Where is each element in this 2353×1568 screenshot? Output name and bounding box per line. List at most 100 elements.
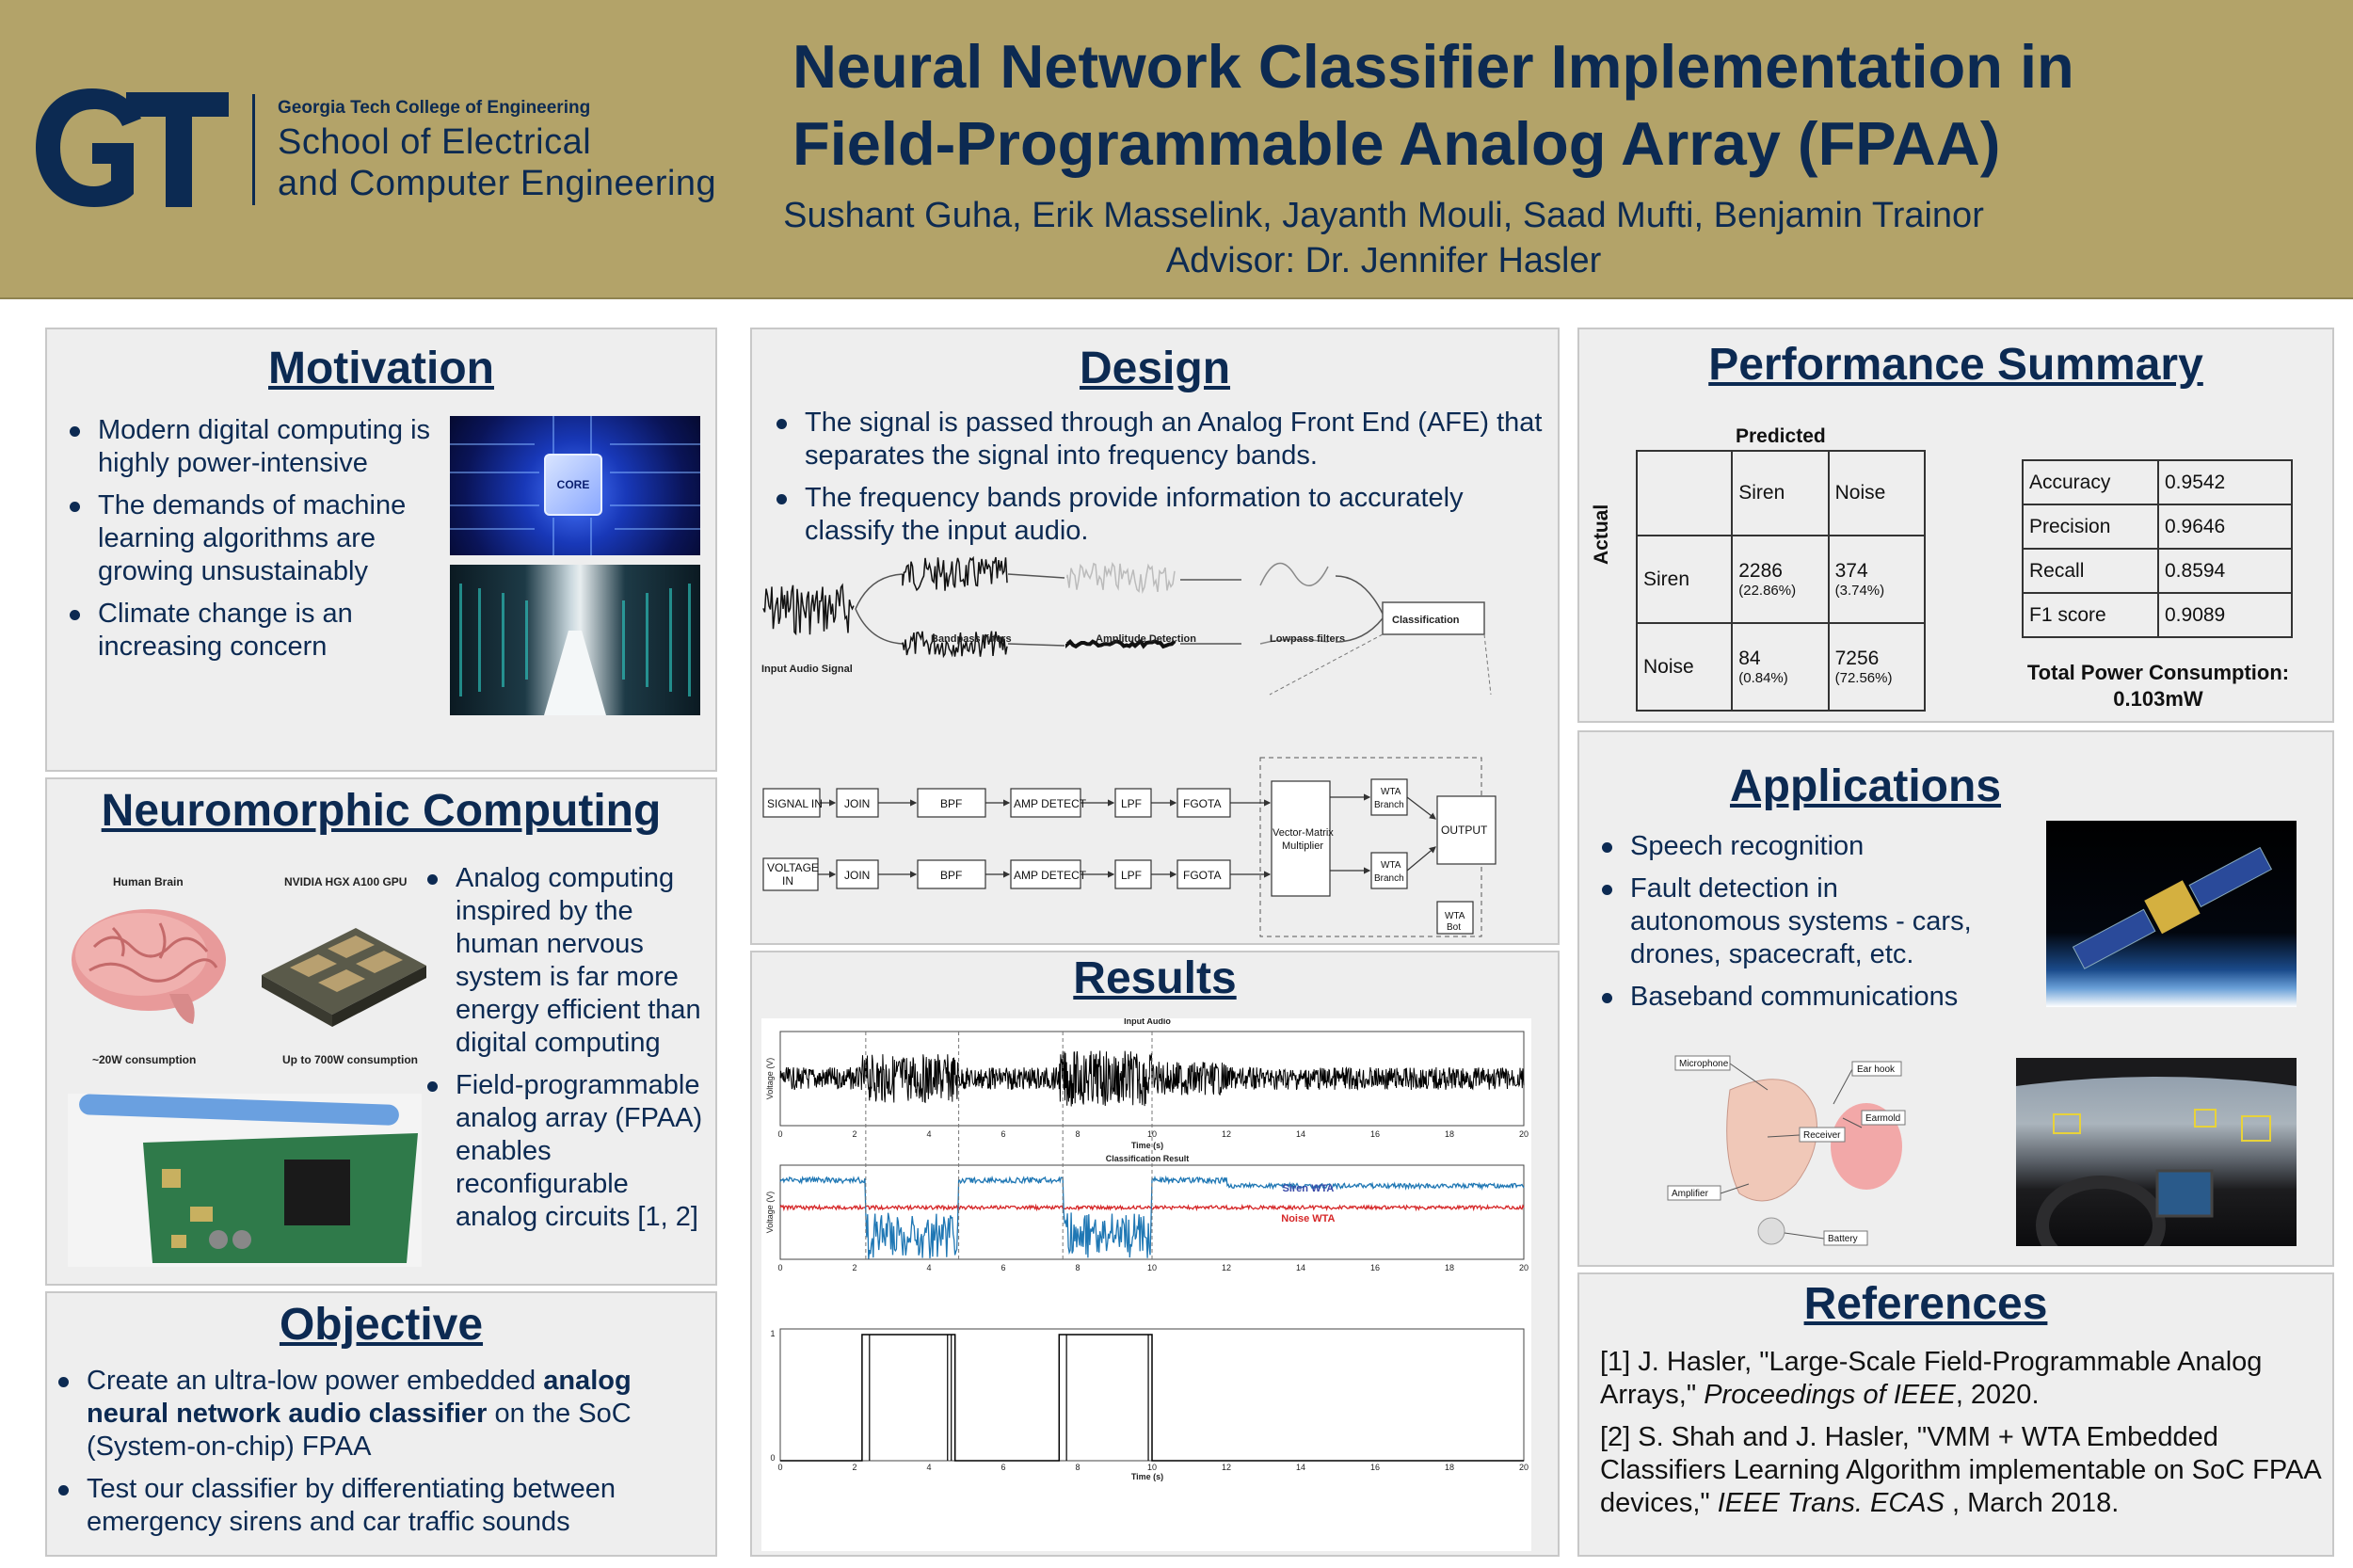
- gpu-label: NVIDIA HGX A100 GPU: [284, 875, 408, 888]
- bandpass-waveform-icon: [902, 555, 1008, 659]
- objective-title: Objective: [279, 1300, 484, 1350]
- list-item: Modern digital computing is highly power…: [64, 414, 478, 480]
- metric-label: Precision: [2022, 504, 2159, 550]
- flow-label-cls: Classification: [1392, 615, 1460, 626]
- cpu-chip-image: CORE: [450, 416, 700, 555]
- design-list: The signal is passed through an Analog F…: [771, 407, 1543, 557]
- motivation-title: Motivation: [268, 344, 494, 393]
- brain-icon: [72, 909, 226, 1024]
- metric-value: 0.8594: [2157, 548, 2293, 594]
- x-tick-label: 8: [1075, 1129, 1080, 1139]
- poster-title: Neural Network Classifier Implementation…: [792, 28, 2298, 183]
- table-cell-empty: [1635, 450, 1734, 536]
- signal-flow-diagram: Input Audio Signal Bandpass filters Ampl…: [761, 555, 1492, 696]
- list-item: Fault detection in autonomous systems - …: [1596, 872, 1992, 971]
- label-microphone: Microphone: [1679, 1059, 1729, 1069]
- school-name-line1: School of Electrical: [278, 122, 592, 162]
- block-wtabot-2: Bot: [1447, 922, 1461, 933]
- hearing-aid-diagram: Microphone Ear hook Receiver Earmold Amp…: [1667, 1055, 1906, 1246]
- block-amp-1: AMP DETECT: [1014, 797, 1087, 810]
- block-voltage-in-2: IN: [782, 874, 793, 888]
- metric-label: Recall: [2022, 548, 2159, 594]
- list-item: Baseband communications: [1596, 981, 1992, 1014]
- objective-text-a: Create an ultra-low power embedded: [87, 1366, 544, 1396]
- chart-title: Classification Result: [1106, 1154, 1190, 1163]
- label-battery: Battery: [1828, 1234, 1858, 1244]
- x-tick-label: 8: [1075, 1263, 1080, 1272]
- applications-panel: Applications Speech recognition Fault de…: [1577, 730, 2334, 1267]
- fpaa-board-icon: [79, 1094, 418, 1263]
- y-axis-label: Voltage (V): [765, 1058, 775, 1100]
- block-voltage-in-1: VOLTAGE: [767, 861, 819, 874]
- applications-list: Speech recognition Fault detection in au…: [1596, 830, 1992, 1023]
- col-header-noise: Noise: [1827, 450, 1927, 536]
- authors: Sushant Guha, Erik Masselink, Jayanth Mo…: [783, 196, 1984, 235]
- cell-value: 374: [1834, 560, 1868, 582]
- car-dashboard-image: [2016, 1058, 2297, 1246]
- input-waveform-icon: [762, 583, 855, 636]
- cell-value: 7256: [1834, 648, 1880, 669]
- advisor: Advisor: Dr. Jennifer Hasler: [1165, 241, 1602, 280]
- metric-label: Accuracy: [2022, 459, 2159, 505]
- block-fgota-1: FGOTA: [1183, 797, 1221, 810]
- block-vmm-2: Multiplier: [1282, 840, 1323, 852]
- gpu-power-label: Up to 700W consumption: [282, 1053, 418, 1066]
- poster-header: Georgia Tech College of Engineering Scho…: [0, 0, 2353, 299]
- brain-power-label: ~20W consumption: [92, 1053, 197, 1066]
- block-lpf-1: LPF: [1121, 797, 1142, 810]
- x-tick-label: 10: [1147, 1129, 1157, 1139]
- references-panel: References [1] J. Hasler, "Large-Scale F…: [1577, 1272, 2334, 1557]
- x-axis-label: Time (s): [1131, 1472, 1163, 1481]
- motivation-list: Modern digital computing is highly power…: [64, 414, 478, 673]
- results-title: Results: [1073, 953, 1237, 1003]
- block-fgota-2: FGOTA: [1183, 869, 1221, 882]
- list-item: The demands of machine learning algorith…: [64, 489, 478, 588]
- design-panel: Design The signal is passed through an A…: [750, 328, 1560, 945]
- table-row: Siren 2286(22.86%) 374(3.74%): [1635, 535, 1927, 624]
- block-join-1: JOIN: [844, 797, 870, 810]
- objective-text-bold: analog neural network audio classifier: [87, 1366, 632, 1429]
- x-tick-label: 6: [1000, 1463, 1005, 1472]
- x-tick-label: 2: [852, 1463, 856, 1472]
- references-title: References: [1803, 1279, 2048, 1329]
- x-tick-label: 0: [777, 1463, 782, 1472]
- amplitude-waveform-icon: [1065, 561, 1176, 649]
- list-item: Speech recognition: [1596, 830, 1992, 863]
- label-receiver: Receiver: [1803, 1130, 1841, 1141]
- neuromorphic-title: Neuromorphic Computing: [101, 786, 662, 836]
- block-wta-1a: WTA: [1381, 787, 1401, 797]
- satellite-icon: [2072, 846, 2273, 969]
- x-tick-label: 10: [1147, 1463, 1157, 1472]
- fpaa-board-image: [68, 1094, 422, 1267]
- cell-percent: (3.74%): [1834, 583, 1885, 599]
- x-tick-label: 16: [1370, 1129, 1380, 1139]
- x-tick-label: 18: [1445, 1463, 1454, 1472]
- flow-label-input: Input Audio Signal: [761, 664, 853, 675]
- college-name: Georgia Tech College of Engineering: [278, 98, 591, 118]
- x-tick-label: 14: [1296, 1263, 1305, 1272]
- flow-label-lpf: Lowpass filters: [1270, 633, 1345, 645]
- list-item: Create an ultra-low power embedded analo…: [53, 1365, 712, 1464]
- objective-panel: Objective Create an ultra-low power embe…: [45, 1291, 717, 1557]
- ref-text: , March 2018.: [1944, 1488, 2120, 1518]
- x-tick-label: 4: [926, 1263, 931, 1272]
- power-label: Total Power Consumption:: [2026, 661, 2290, 684]
- table-cell: 374(3.74%): [1827, 535, 1927, 624]
- ref-text: [1] J. Hasler, "Large-Scale Field-Progra…: [1600, 1347, 2263, 1410]
- list-item: Test our classifier by differentiating b…: [53, 1473, 712, 1539]
- row-header-siren: Siren: [1635, 535, 1734, 624]
- x-tick-label: 0: [777, 1263, 782, 1272]
- x-tick-label: 16: [1370, 1263, 1380, 1272]
- reference-2: [2] S. Shah and J. Hasler, "VMM + WTA Em…: [1600, 1421, 2325, 1520]
- x-tick-label: 10: [1147, 1263, 1157, 1272]
- block-join-2: JOIN: [844, 869, 870, 882]
- author-block: Sushant Guha, Erik Masselink, Jayanth Mo…: [621, 193, 2146, 283]
- cell-percent: (0.84%): [1738, 670, 1788, 686]
- table-row: Noise 84(0.84%) 7256(72.56%): [1635, 622, 1927, 712]
- list-item: Climate change is an increasing concern: [64, 598, 478, 664]
- cell-percent: (72.56%): [1834, 670, 1893, 686]
